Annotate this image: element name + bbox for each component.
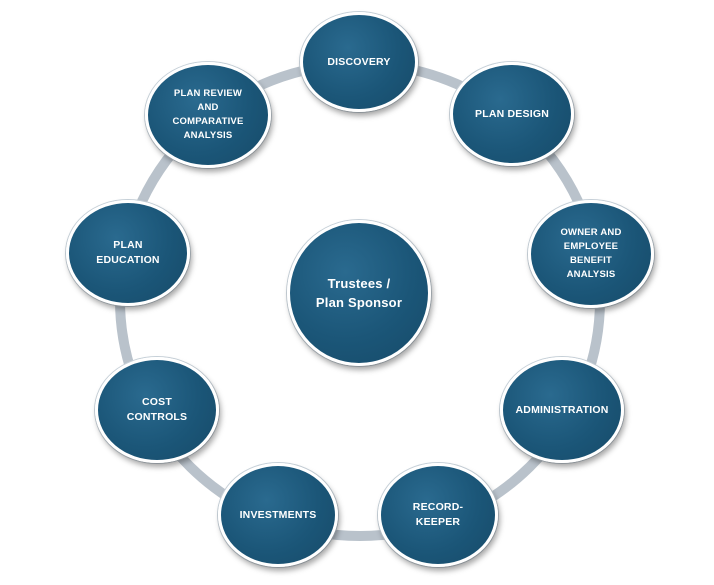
node-administration: Administration <box>500 357 624 463</box>
node-record-keeper-label: Record-keeper <box>412 501 464 528</box>
center-node-trustees: Trustees / Plan Sponsor <box>287 220 431 366</box>
node-investments-label: Investments <box>239 508 317 521</box>
node-discovery-label: Discovery <box>327 55 391 68</box>
node-record-keeper: Record-keeper <box>378 463 498 567</box>
node-plan-education: Plan education <box>66 200 190 306</box>
node-owner-analysis-label: Owner and employee benefit analysis <box>560 227 622 280</box>
node-administration-label: Administration <box>515 403 609 416</box>
center-node-label: Trustees / Plan Sponsor <box>315 276 403 310</box>
node-plan-review-label: Plan Review and comparative analysis <box>172 88 244 141</box>
node-plan-review: Plan Review and comparative analysis <box>145 62 271 168</box>
node-cost-controls: Cost controls <box>95 357 219 463</box>
node-plan-design-label: Plan Design <box>475 107 549 120</box>
node-discovery: Discovery <box>300 12 418 112</box>
node-owner-analysis: Owner and employee benefit analysis <box>528 200 654 308</box>
node-cost-controls-label: Cost controls <box>126 396 188 423</box>
node-investments: Investments <box>218 463 338 567</box>
node-plan-design: Plan Design <box>450 62 574 166</box>
node-plan-education-label: Plan education <box>96 239 160 266</box>
